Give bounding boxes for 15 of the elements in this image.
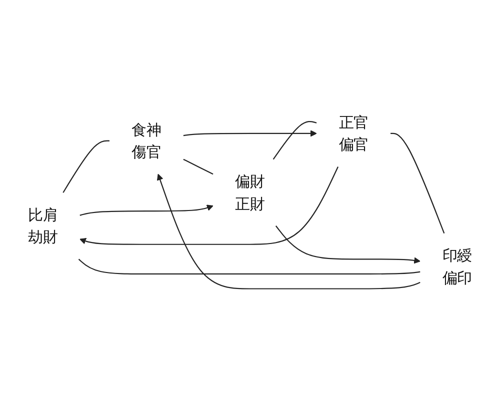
connector [78,258,420,275]
node-text: 正官 偏官 [338,113,368,154]
node-text: 比肩 劫財 [28,206,58,246]
connector [390,132,445,234]
arrow [80,166,339,245]
node-text: 食神 傷官 [132,120,162,161]
connector [272,120,317,160]
node-text: 印綬 偏印 [442,246,472,287]
connector [62,140,110,193]
node-text: 偏財 正財 [235,172,265,213]
connector [183,158,214,175]
arrow [80,204,214,216]
arrow [183,130,317,137]
arrow [275,226,420,264]
arrow [156,174,420,290]
